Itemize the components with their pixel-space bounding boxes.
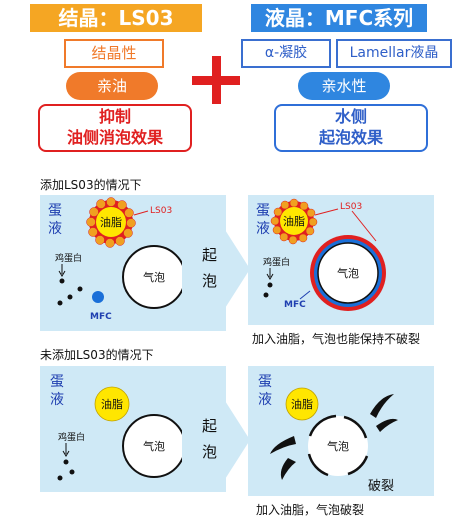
liquid-label-1: 蛋 — [258, 374, 272, 390]
oil-droplet — [94, 386, 130, 422]
oil-droplet-with-ls03 — [86, 197, 136, 248]
protein-dot — [267, 282, 273, 288]
water-side-effect-box: 水侧 起泡效果 — [274, 104, 428, 152]
fragment-icon — [370, 394, 394, 418]
ls03-pointer — [133, 210, 149, 216]
oil-side-effect-box: 抑制 油侧消泡效果 — [38, 104, 192, 152]
oil-droplet — [285, 387, 319, 421]
oil-label: 油脂 — [283, 214, 305, 228]
ls03-pointer — [351, 210, 377, 242]
egg-white-label: 鸡蛋白 — [55, 252, 82, 264]
foaming-arrow: 起 泡 — [182, 222, 250, 316]
liquid-label-1: 蛋 — [256, 203, 270, 219]
protein-dot — [77, 286, 83, 292]
ls03-label: LS03 — [340, 202, 362, 212]
mfc-label: MFC — [284, 300, 306, 310]
arrow-label-1: 起 — [202, 417, 217, 435]
protein-dot — [263, 292, 269, 298]
foaming-arrow: 起 泡 — [182, 393, 250, 487]
effect-line-1: 抑制 — [98, 107, 131, 126]
protein-dot — [67, 294, 73, 300]
arrow-down-icon — [58, 270, 66, 277]
protein-dot — [63, 459, 69, 465]
oil-label: 油脂 — [291, 397, 313, 411]
without-result-caption: 加入油脂，气泡破裂 — [256, 503, 365, 517]
fragment-icon — [270, 436, 296, 454]
ls03-label: LS03 — [150, 206, 172, 216]
oil-droplet-with-ls03 — [270, 198, 318, 245]
protein-dot — [59, 278, 65, 284]
crystal-title: 结晶：LS03 — [30, 4, 202, 32]
air-bubble — [317, 242, 379, 304]
bubble-label: 气泡 — [143, 439, 165, 453]
arrow-down-icon — [266, 273, 274, 280]
bubble-label: 气泡 — [327, 439, 349, 453]
crystallinity-box: 结晶性 — [64, 39, 164, 68]
effect-line-2: 油侧消泡效果 — [66, 128, 163, 147]
mfc-particle — [92, 291, 104, 303]
without-after-panel: 蛋 液 油脂 气泡 破裂 — [248, 366, 434, 496]
liquid-label-2: 液 — [258, 392, 272, 408]
plus-icon — [192, 56, 240, 104]
oil-label: 油脂 — [101, 397, 123, 411]
hydrophilic-pill: 亲水性 — [298, 72, 390, 100]
fragment-icon — [376, 418, 398, 432]
effect-line-1: 水侧 — [334, 107, 367, 126]
bubble-label: 气泡 — [337, 266, 359, 280]
bubble-label: 气泡 — [143, 270, 165, 284]
with-ls03-caption: 添加LS03的情况下 — [40, 178, 142, 192]
mfc-label: MFC — [90, 312, 112, 322]
liquid-label-2: 液 — [48, 221, 62, 237]
mfc-pointer — [299, 290, 311, 300]
liquid-crystal-title: 液晶：MFC系列 — [251, 4, 427, 32]
liquid-label-2: 液 — [50, 392, 64, 408]
arrow-label-2: 泡 — [202, 272, 217, 290]
lipophilic-pill: 亲油 — [66, 72, 158, 100]
broken-bubble — [270, 394, 398, 480]
arrow-down-icon — [62, 450, 70, 457]
fragment-icon — [280, 458, 296, 480]
effect-line-2: 起泡效果 — [318, 128, 383, 147]
lamellar-box: Lamellar液晶 — [336, 39, 452, 68]
egg-white-label: 鸡蛋白 — [263, 256, 290, 268]
arrow-label-1: 起 — [202, 246, 217, 264]
egg-white-label: 鸡蛋白 — [58, 431, 85, 443]
oil-label: 油脂 — [100, 215, 122, 229]
protein-dot — [57, 475, 63, 481]
liquid-label-1: 蛋 — [50, 374, 64, 390]
arrow-label-2: 泡 — [202, 443, 217, 461]
liquid-label-2: 液 — [256, 221, 270, 237]
with-after-panel: 蛋 液 油脂 LS03 鸡蛋白 气泡 MFC — [248, 195, 434, 325]
with-before-panel: 蛋 液 油脂 LS03 鸡蛋白 MFC 气泡 — [40, 195, 226, 331]
with-result-caption: 加入油脂，气泡也能保持不破裂 — [252, 332, 421, 346]
broken-label: 破裂 — [368, 479, 394, 494]
protein-dot — [69, 469, 75, 475]
ls03-pointer — [314, 208, 339, 216]
alpha-gel-box: α-凝胶 — [241, 39, 331, 68]
protein-dot — [57, 300, 63, 306]
without-ls03-caption: 未添加LS03的情况下 — [40, 348, 154, 362]
liquid-label-1: 蛋 — [48, 203, 62, 219]
